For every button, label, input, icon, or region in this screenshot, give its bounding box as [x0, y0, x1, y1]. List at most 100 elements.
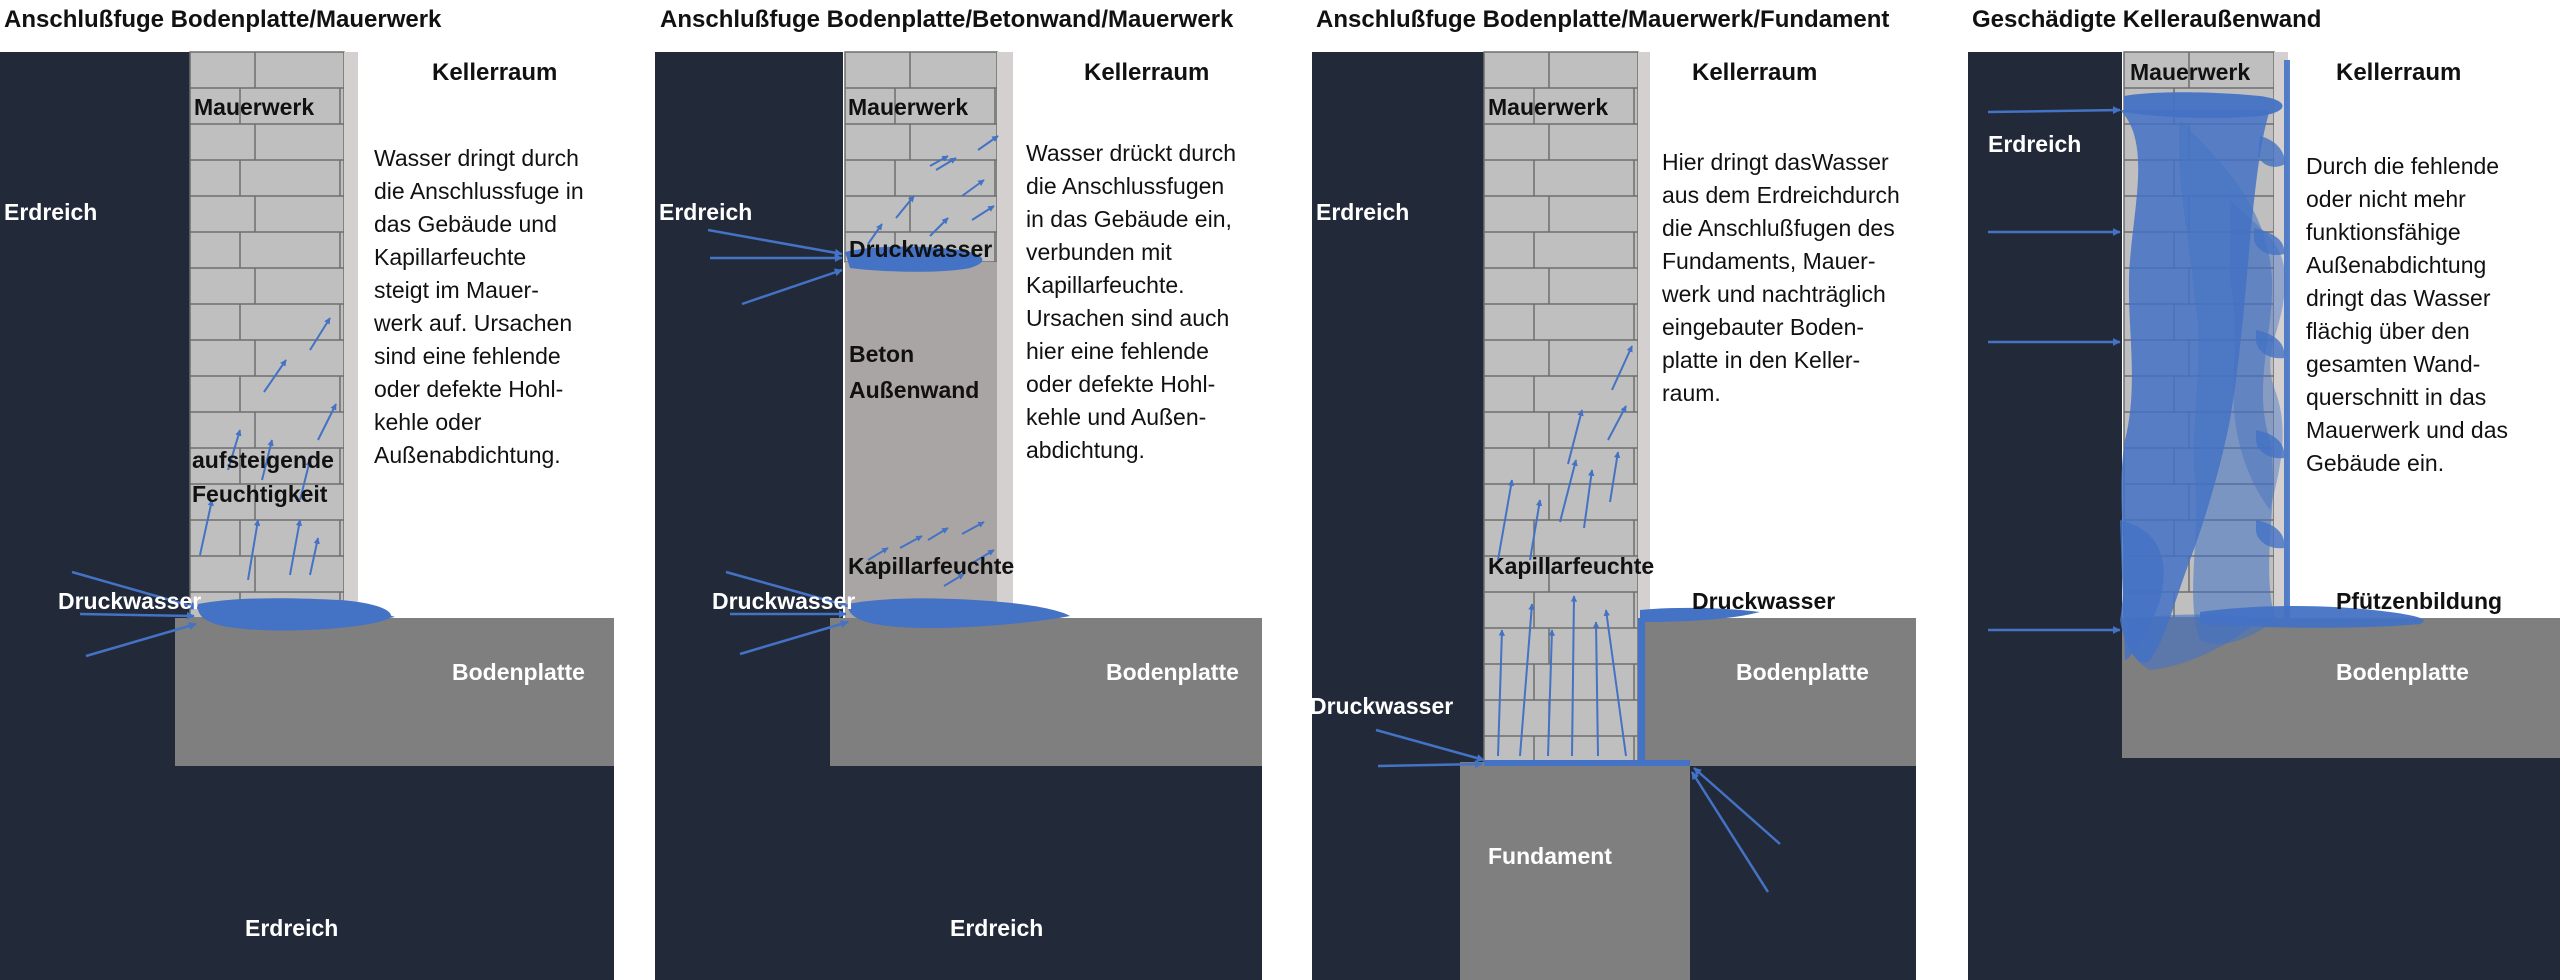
panel-1-arrow [299, 459, 312, 501]
panel-4-arrow [1987, 106, 2121, 115]
panel-1-arrow [309, 317, 331, 351]
panel-2-description-line: hier eine fehlende [1026, 338, 1209, 364]
panel-2-arrow [899, 535, 923, 549]
panel-3-pressure-water-slab-label: Druckwasser [1692, 588, 1835, 614]
panel-4-soil-label: Erdreich [1988, 131, 2081, 157]
panel-1-room-label: Kellerraum [432, 59, 557, 86]
panel-4-puddle-label: Pfützenbildung [2336, 588, 2502, 614]
panel-2-description-line: in das Gebäude ein, [1026, 206, 1232, 232]
panel-1-rising-label-1: aufsteigende [192, 447, 334, 473]
panel-2-description-line: Ursachen sind auch [1026, 305, 1229, 331]
panel-1-arrow [227, 429, 242, 471]
panel-3-arrow [1375, 728, 1485, 762]
panel-2-room-label: Kellerraum [1084, 59, 1209, 86]
panel-2-description-line: Kapillarfeuchte. [1026, 272, 1185, 298]
panel-1-arrow [309, 537, 320, 576]
panel-1-slab-label: Bodenplatte [452, 659, 585, 685]
panel-4-description-line: gesamten Wand- [2306, 351, 2480, 377]
panel-3-title: Anschlußfuge Bodenplatte/Mauerwerk/Funda… [1316, 6, 1889, 33]
panel-1-arrow [85, 622, 197, 658]
panel-2-plaster [997, 52, 1013, 618]
panel-2-arrow [867, 223, 883, 245]
panel-3-arrow [1497, 629, 1506, 757]
panel-3-arrow [1690, 771, 1770, 893]
panel-3: Anschlußfuge Bodenplatte/Mauerwerk/Funda… [1310, 6, 1964, 980]
panel-3-masonry-label: Mauerwerk [1488, 94, 1608, 120]
panel-4-description-line: dringt das Wasser [2306, 285, 2491, 311]
panel-3-description-line: werk und nachträglich [1661, 281, 1886, 307]
panel-3-description-line: platte in den Keller- [1662, 347, 1860, 373]
panel-2-concrete-label-2: Außenwand [849, 377, 979, 403]
panel-1-description-line: die Anschlussfuge in [374, 178, 584, 204]
panel-4-masonry-label: Mauerwerk [2130, 59, 2250, 85]
panel-1-rising-label-2: Feuchtigkeit [192, 481, 328, 507]
panel-4-water-blob [2128, 614, 2260, 670]
panel-2-description: Wasser drückt durch die Anschlussfugen i… [1026, 140, 1236, 463]
panel-4-description-line: Gebäude ein. [2306, 450, 2444, 476]
panel-1-description: Wasser dringt durch die Anschlussfuge in… [373, 145, 584, 468]
panel-2-arrow [739, 620, 849, 656]
panel-4-room-label: Kellerraum [2336, 59, 2461, 86]
panel-4-description-line: querschnitt in das [2306, 384, 2486, 410]
panel-2-floor-slab [830, 618, 1262, 766]
panel-4-water-saturation [2120, 60, 2424, 670]
panel-1-description-line: oder defekte Hohl- [374, 376, 563, 402]
panel-2-arrow [935, 157, 957, 171]
panel-1-water-spread [330, 606, 395, 620]
panel-3-capillary-label: Kapillarfeuchte [1488, 553, 1654, 579]
panel-3-arrow [1377, 760, 1483, 769]
panel-1-arrow [263, 359, 287, 393]
panel-2-pressure-water-top-label: Druckwasser [849, 236, 992, 262]
panel-1-masonry-wall [189, 51, 345, 619]
panel-1-arrow [199, 499, 214, 556]
panel-1-description-line: Außenabdichtung. [374, 442, 561, 468]
panel-3-pressure-water-label: Druckwasser [1310, 693, 1453, 719]
panel-2-arrow [961, 521, 985, 535]
panel-1-description-line: kehle oder [374, 409, 482, 435]
panel-3-arrow [1592, 621, 1600, 757]
panel-1-arrow [71, 570, 199, 610]
panel-2-description-line: verbunden mit [1026, 239, 1172, 265]
panel-2-title: Anschlußfuge Bodenplatte/Betonwand/Mauer… [660, 6, 1234, 33]
panel-3-arrow [1607, 405, 1627, 441]
panel-1-plaster [344, 52, 358, 618]
panel-3-arrow [1529, 499, 1543, 561]
panel-2-masonry-wall [844, 51, 998, 263]
panel-1-soil-bottom-label: Erdreich [245, 915, 338, 941]
panel-2-arrow [973, 549, 995, 563]
panel-2-arrow [741, 268, 843, 306]
panel-1-description-line: Kapillarfeuchte [374, 244, 526, 270]
panel-2-arrow [943, 573, 965, 587]
panel-1-description-line: werk auf. Ursachen [373, 310, 572, 336]
panel-4-water-blob [2178, 120, 2275, 644]
panel-3-water-joint-side [1638, 618, 1645, 766]
panel-3-arrow [1570, 595, 1578, 757]
panel-3-arrow [1609, 451, 1621, 503]
panel-3-description-line: Fundaments, Mauer- [1662, 248, 1875, 274]
brick-courses [845, 52, 997, 262]
panel-4-slab-label: Bodenplatte [2336, 659, 2469, 685]
panel-4-description-line: oder nicht mehr [2306, 186, 2466, 212]
panel-4-description-line: Durch die fehlende [2306, 153, 2499, 179]
panel-2-soil-bottom-label: Erdreich [950, 915, 1043, 941]
panel-3-soil-label: Erdreich [1316, 199, 1409, 225]
panel-4-water-blob [2258, 136, 2285, 167]
panel-1-masonry-label: Mauerwerk [194, 94, 314, 120]
panel-2-arrow [929, 155, 949, 167]
panel-3-water-joint-bottom [1484, 760, 1690, 766]
panel-2-arrow [725, 570, 849, 608]
panel-2: Anschlußfuge Bodenplatte/Betonwand/Mauer… [655, 6, 1312, 980]
panel-1-arrows [71, 317, 337, 658]
panel-1-arrow [261, 439, 274, 481]
panel-3-foundation [1460, 762, 1690, 980]
panel-3-floor-slab [1640, 618, 1916, 766]
panel-4-water-blob [2256, 520, 2285, 549]
panel-3-room-label: Kellerraum [1692, 59, 1817, 86]
panel-2-description-line: kehle und Außen- [1026, 404, 1206, 430]
panel-4-description: Durch die fehlende oder nicht mehr funkt… [2306, 153, 2508, 476]
panel-2-pressure-water-label: Druckwasser [712, 588, 855, 614]
panel-1-pressure-water-label: Druckwasser [58, 588, 201, 614]
panel-2-masonry-label: Mauerwerk [848, 94, 968, 120]
